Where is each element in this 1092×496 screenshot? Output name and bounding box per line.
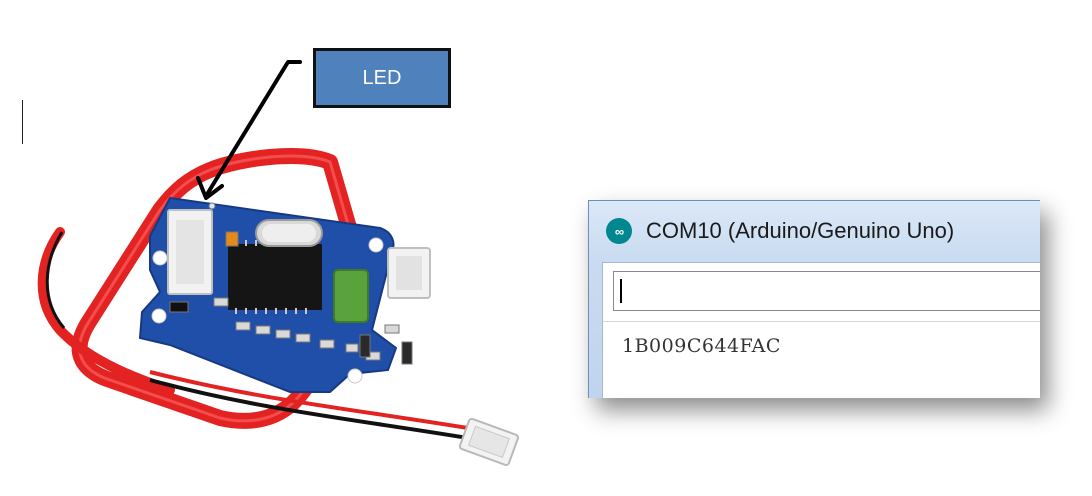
callout-label: LED <box>362 66 402 89</box>
window-titlebar[interactable]: ∞ COM10 (Arduino/Genuino Uno) <box>588 200 1040 262</box>
grove-connector-4pin <box>167 209 213 295</box>
lead-wire-red <box>149 370 481 432</box>
led-callout-box: LED <box>313 48 451 108</box>
smd-components <box>169 231 413 365</box>
callout-arrow <box>196 60 302 200</box>
lead-wire-black <box>149 378 481 442</box>
text-cursor <box>22 100 23 144</box>
status-led <box>208 202 216 210</box>
antenna-connector <box>387 247 431 299</box>
main-chip <box>228 240 322 314</box>
send-input[interactable] <box>613 271 1040 311</box>
wire-connector <box>458 417 520 467</box>
serial-monitor-content: 1B009C644FAC <box>602 262 1040 398</box>
content-divider <box>603 321 1040 322</box>
serial-output-line[interactable]: 1B009C644FAC <box>622 335 781 357</box>
input-caret <box>620 279 622 303</box>
green-capacitor <box>333 269 369 323</box>
serial-monitor-window[interactable]: ∞ COM10 (Arduino/Genuino Uno) 1B009C644F… <box>588 200 1040 398</box>
antenna-coil <box>37 148 367 429</box>
crystal-oscillator <box>255 219 323 247</box>
window-title: COM10 (Arduino/Genuino Uno) <box>646 218 955 243</box>
arduino-icon: ∞ <box>606 218 632 244</box>
